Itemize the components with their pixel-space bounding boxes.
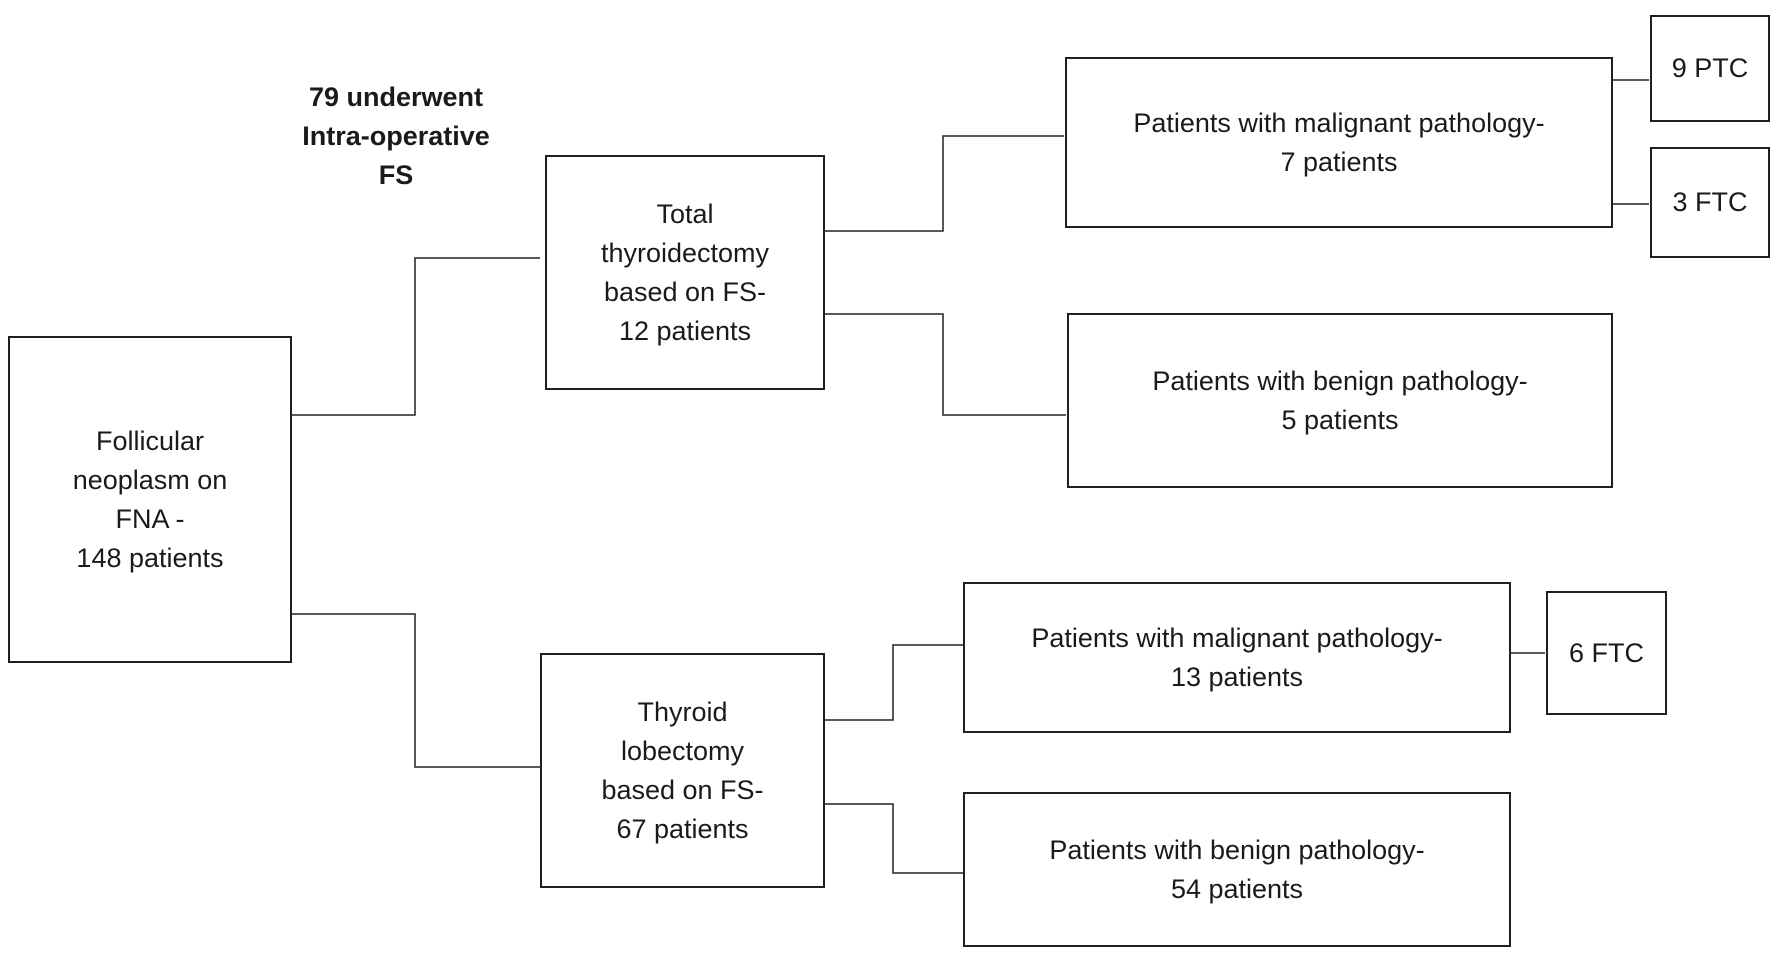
ptc-9-box: 9 PTC bbox=[1650, 15, 1770, 122]
frozen-section-heading: 79 underwent Intra-operative FS bbox=[302, 82, 490, 190]
total-thyroidectomy-box: Total thyroidectomy based on FS- 12 pati… bbox=[545, 155, 825, 390]
connector-lobectomy-to-malignant bbox=[823, 644, 963, 721]
connector-total-to-benign bbox=[823, 313, 1066, 416]
ftc-6-box: 6 FTC bbox=[1546, 591, 1667, 715]
lobectomy-box: Thyroid lobectomy based on FS- 67 patien… bbox=[540, 653, 825, 888]
connector-total-to-malignant bbox=[823, 135, 1064, 232]
ftc-3-box: 3 FTC bbox=[1650, 147, 1770, 258]
tt-malignant-box: Patients with malignant pathology- 7 pat… bbox=[1065, 57, 1613, 228]
connector-lobectomy-to-benign bbox=[823, 803, 963, 874]
tt-benign-box: Patients with benign pathology- 5 patien… bbox=[1067, 313, 1613, 488]
connector-fna-to-lobectomy bbox=[290, 613, 540, 768]
lob-malignant-box: Patients with malignant pathology- 13 pa… bbox=[963, 582, 1511, 733]
connector-fna-to-total bbox=[290, 257, 540, 416]
lob-benign-box: Patients with benign pathology- 54 patie… bbox=[963, 792, 1511, 947]
fna-box: Follicular neoplasm on FNA - 148 patient… bbox=[8, 336, 292, 663]
